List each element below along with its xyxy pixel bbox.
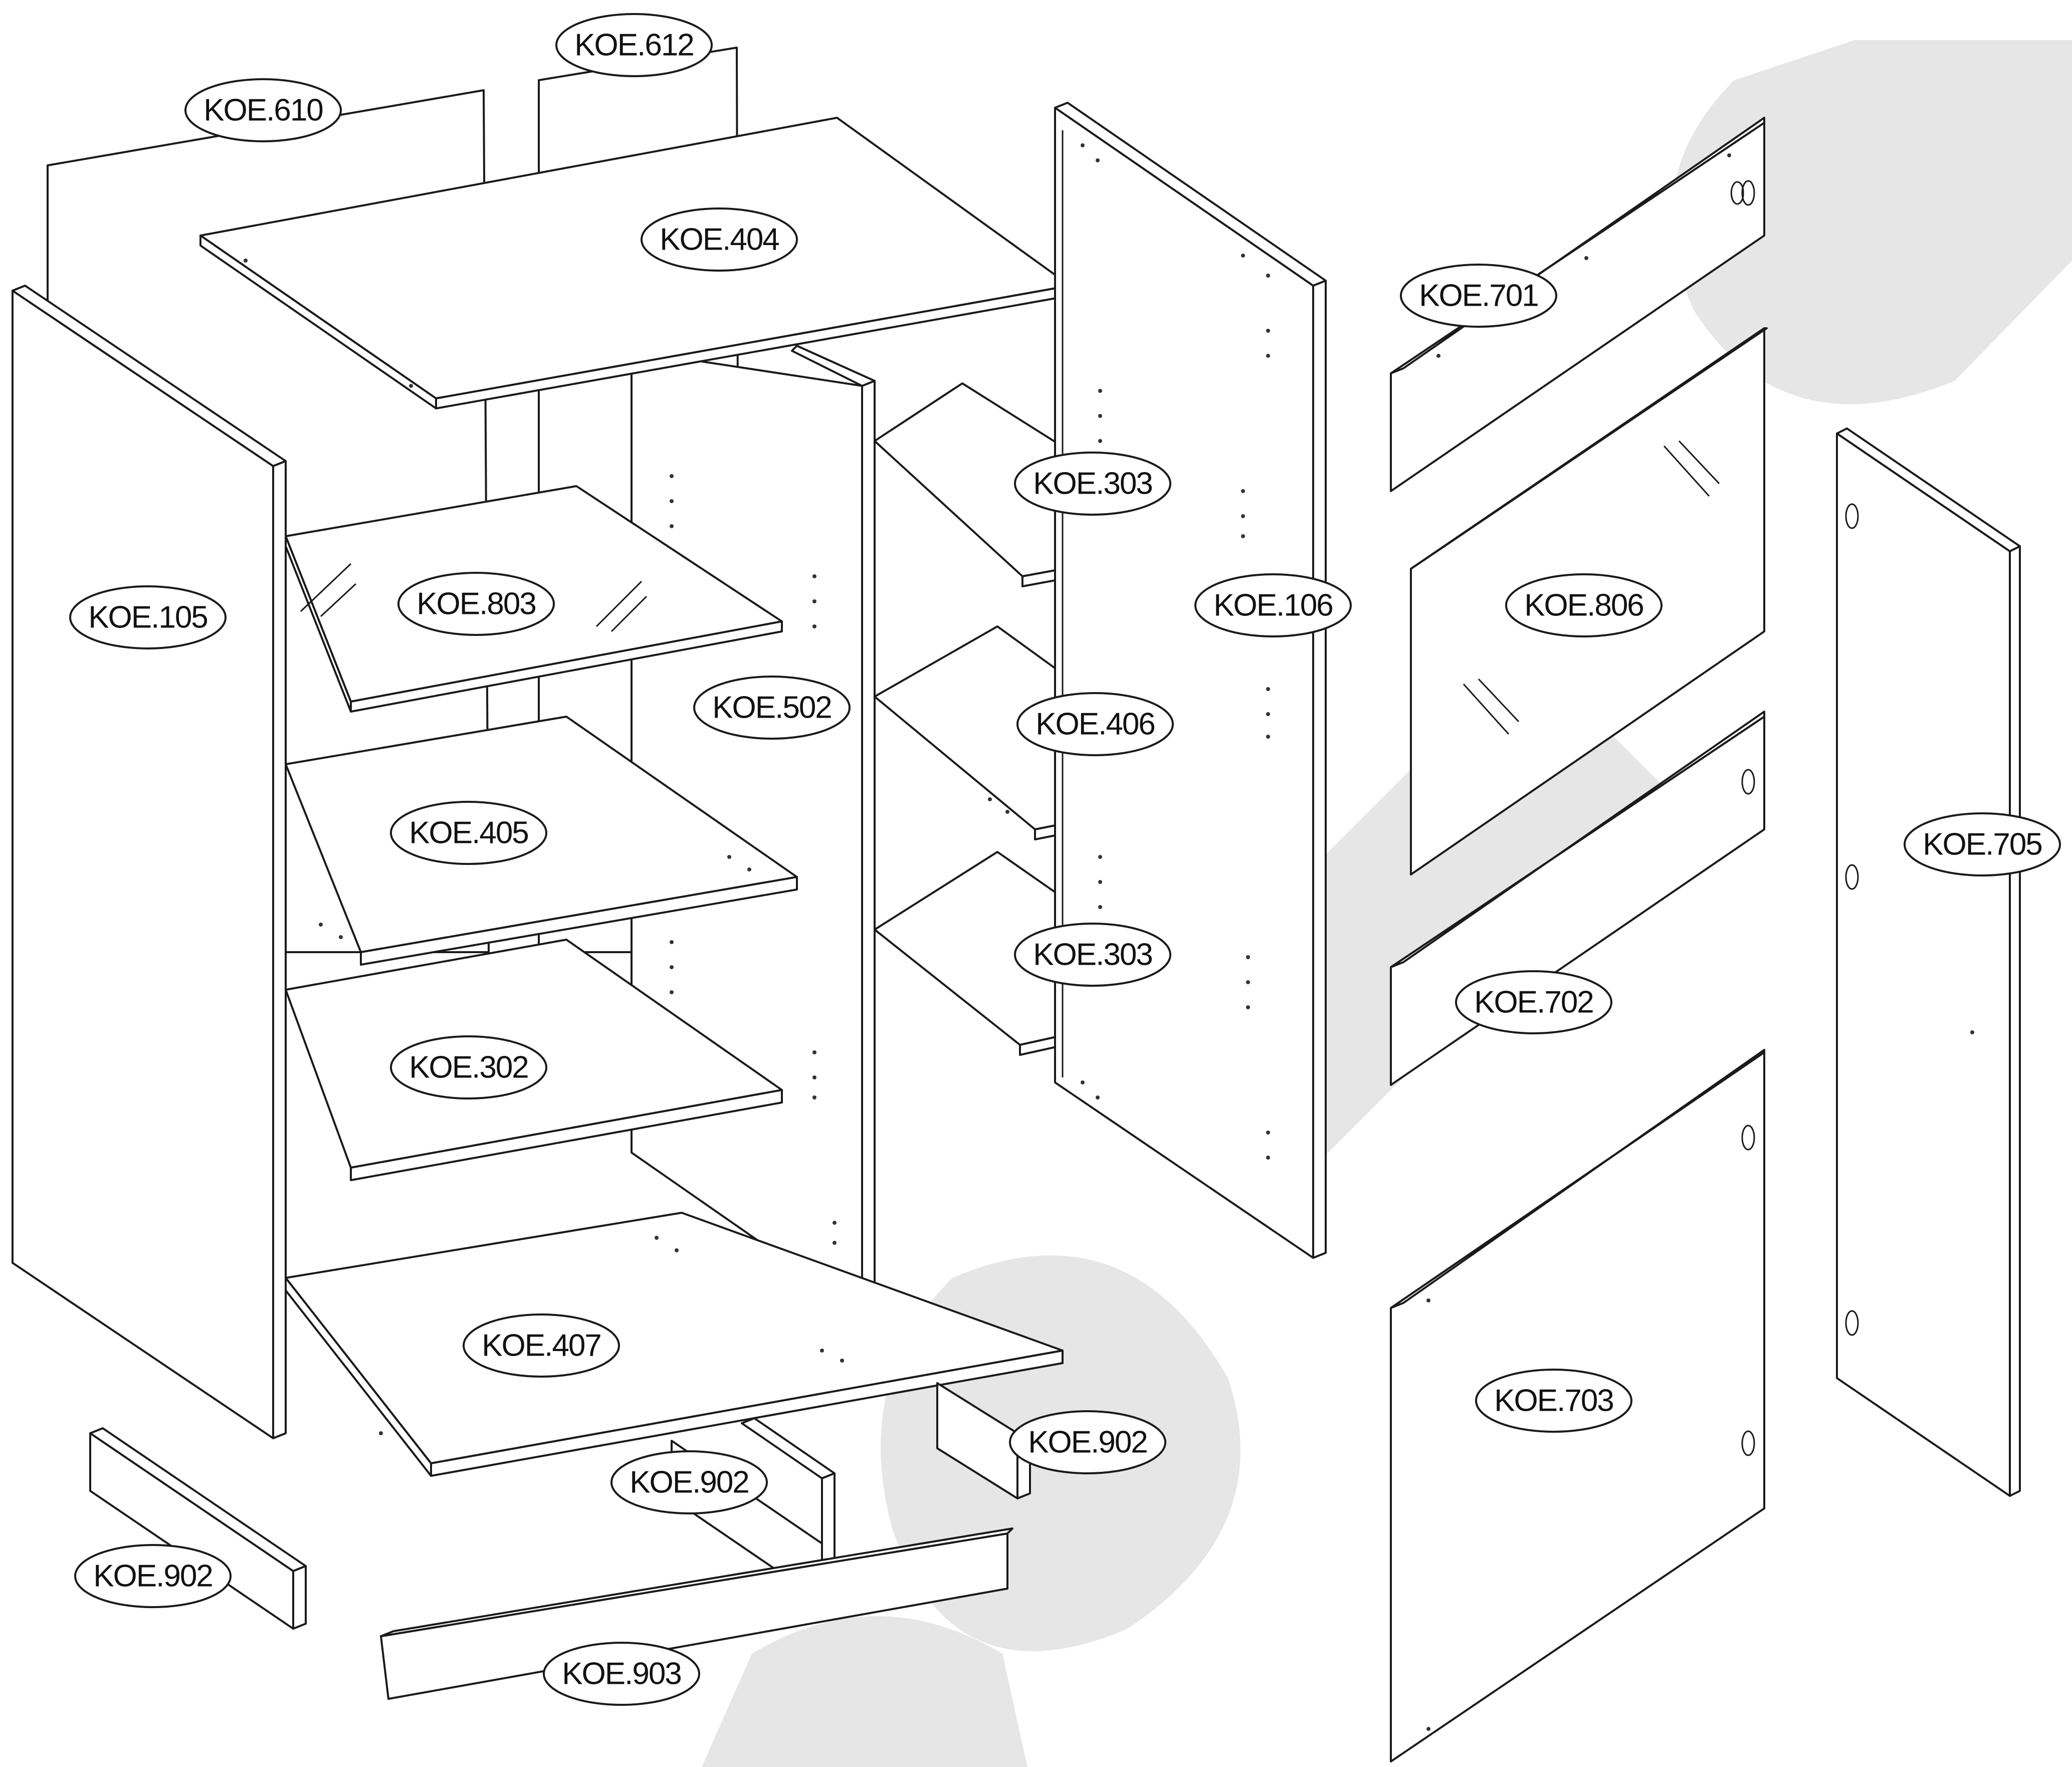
- callout-koe-902-right: KOE.902: [1009, 1410, 1166, 1474]
- label-koe-702: KOE.702: [1474, 985, 1593, 1020]
- callout-koe-903: KOE.903: [543, 1642, 700, 1706]
- part-koe-407: [285, 1212, 1064, 1477]
- label-koe-106: KOE.106: [1213, 588, 1333, 623]
- callout-koe-105: KOE.105: [69, 585, 227, 649]
- callout-koe-705: KOE.705: [1904, 812, 2061, 876]
- label-koe-302: KOE.302: [409, 1050, 528, 1085]
- label-koe-303-top: KOE.303: [1033, 467, 1152, 501]
- label-koe-406: KOE.406: [1035, 707, 1155, 742]
- callout-koe-702: KOE.702: [1455, 970, 1612, 1034]
- part-koe-903: [380, 1527, 1013, 1700]
- label-koe-903: KOE.903: [562, 1657, 681, 1691]
- callout-koe-502: KOE.502: [693, 676, 851, 740]
- part-koe-106: [1054, 102, 1327, 1259]
- callout-koe-703: KOE.703: [1475, 1369, 1632, 1433]
- callout-koe-404: KOE.404: [641, 207, 798, 272]
- label-koe-902-right: KOE.902: [1028, 1425, 1147, 1460]
- part-koe-705: [1836, 427, 2021, 1497]
- callout-koe-106: KOE.106: [1194, 573, 1352, 637]
- label-koe-404: KOE.404: [660, 223, 779, 257]
- label-koe-701: KOE.701: [1419, 279, 1538, 313]
- callout-koe-303-bottom: KOE.303: [1014, 923, 1171, 987]
- callout-koe-303-top: KOE.303: [1014, 452, 1171, 516]
- callout-koe-902-center: KOE.902: [610, 1450, 768, 1514]
- label-koe-806: KOE.806: [1524, 588, 1643, 623]
- callout-koe-612: KOE.612: [555, 13, 713, 77]
- callout-koe-902-left: KOE.902: [74, 1544, 232, 1608]
- label-koe-610: KOE.610: [203, 93, 323, 128]
- label-koe-705: KOE.705: [1923, 827, 2042, 862]
- label-koe-703: KOE.703: [1494, 1384, 1613, 1418]
- label-koe-407: KOE.407: [482, 1329, 601, 1363]
- callout-koe-701: KOE.701: [1400, 264, 1557, 328]
- label-koe-105: KOE.105: [88, 600, 208, 635]
- callout-koe-406: KOE.406: [1016, 692, 1174, 756]
- label-koe-502: KOE.502: [712, 691, 832, 725]
- callout-koe-803: KOE.803: [397, 572, 555, 636]
- label-koe-612: KOE.612: [574, 28, 694, 63]
- label-koe-902-center: KOE.902: [630, 1465, 749, 1500]
- label-koe-902-left: KOE.902: [93, 1559, 213, 1594]
- part-koe-105: [12, 285, 287, 1439]
- part-koe-701: [1390, 117, 1765, 492]
- callout-koe-610: KOE.610: [184, 78, 342, 142]
- label-koe-803: KOE.803: [417, 587, 536, 621]
- callout-koe-405: KOE.405: [390, 801, 547, 865]
- label-koe-303-bottom: KOE.303: [1033, 938, 1152, 972]
- part-koe-902-left: [89, 1427, 307, 1630]
- callout-koe-806: KOE.806: [1505, 573, 1663, 637]
- callout-koe-407: KOE.407: [463, 1313, 620, 1378]
- label-koe-405: KOE.405: [409, 816, 528, 850]
- callout-koe-302: KOE.302: [390, 1035, 547, 1099]
